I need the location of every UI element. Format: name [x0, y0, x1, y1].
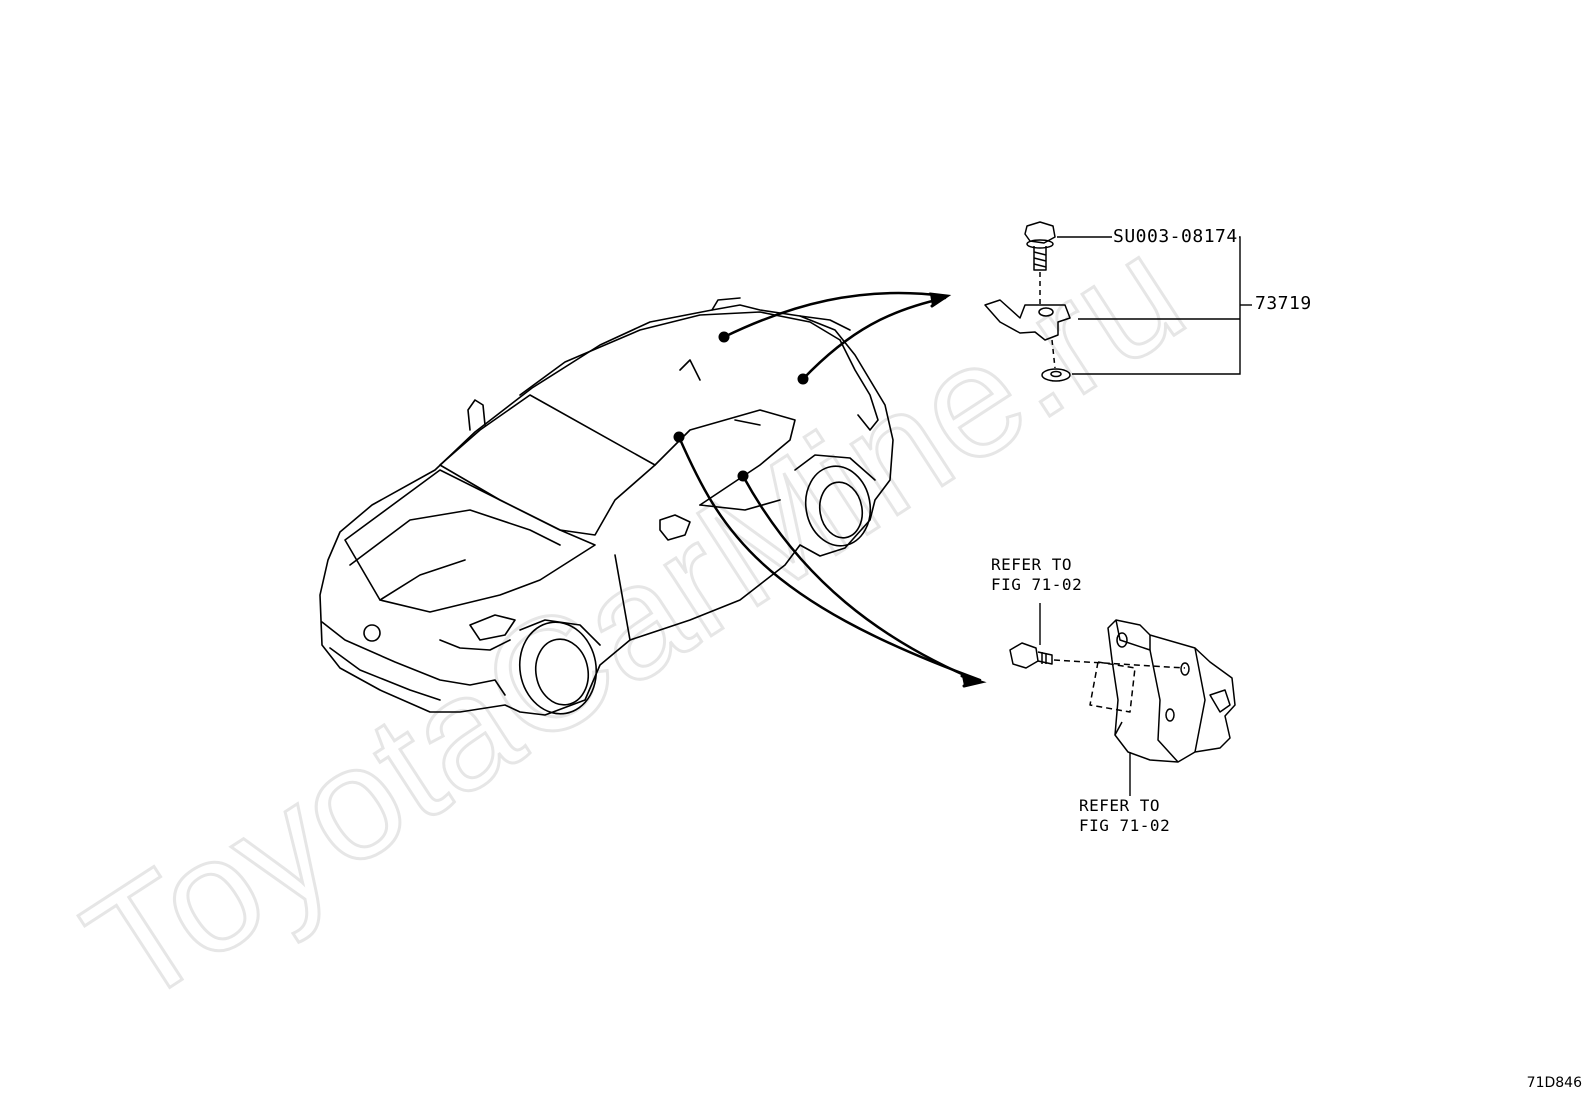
car-emblem [363, 624, 381, 642]
upper-refer-line2: FIG 71-02 [990, 575, 1084, 595]
car-windshield [439, 394, 656, 536]
car-front-wheel [518, 621, 598, 715]
bolt-part-number: SU003-08174 [1112, 226, 1239, 247]
hinge-assembly [1009, 619, 1236, 763]
part-callout-lines [1057, 236, 1252, 375]
car-antenna [467, 399, 486, 431]
car-door-line [614, 554, 631, 641]
figure-id: 71D846 [1526, 1075, 1582, 1091]
lower-refer-line1: REFER TO [1078, 796, 1172, 816]
washer-icon [1041, 368, 1071, 382]
car-side-mirror [659, 514, 691, 541]
car-rear [839, 339, 879, 431]
car-hood [344, 469, 596, 613]
car-headlight [469, 614, 516, 641]
car-roof [519, 311, 841, 396]
bracket-icon [984, 299, 1071, 341]
ref-callout-lines [1039, 603, 1131, 800]
car-rear-wheel [804, 465, 872, 547]
car-body-outline [319, 304, 894, 716]
assembly-part-number: 73719 [1254, 293, 1313, 314]
upper-refer-label: REFER TO FIG 71-02 [990, 555, 1084, 595]
leader-upper-b [801, 296, 947, 381]
bolt-icon [1024, 221, 1056, 271]
car-illustration [319, 297, 894, 716]
upper-refer-line1: REFER TO [990, 555, 1084, 575]
leader-lines [677, 291, 987, 688]
hinge-bolt-icon [1009, 642, 1053, 669]
leader-lower-a [677, 435, 982, 682]
bracket-assembly [984, 221, 1071, 382]
leader-upper-a [722, 291, 947, 339]
lower-refer-label: REFER TO FIG 71-02 [1078, 796, 1172, 836]
leader-lower-b [741, 474, 982, 684]
car-front-bumper [321, 621, 506, 696]
lower-refer-line2: FIG 71-02 [1078, 816, 1172, 836]
location-markers [673, 331, 809, 482]
